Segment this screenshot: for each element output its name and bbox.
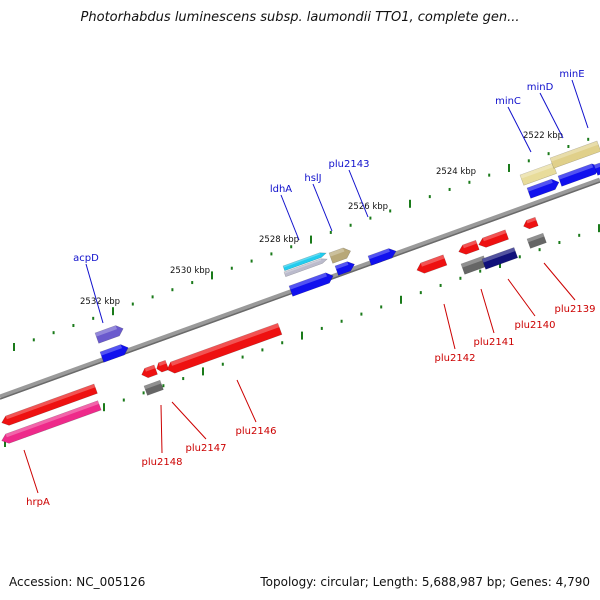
scale-label: 2522 kbp (523, 131, 563, 141)
scale-label: 2526 kbp (348, 202, 388, 212)
gene-feature (367, 248, 397, 266)
gene-feature (549, 140, 600, 169)
gene-feature (328, 247, 351, 264)
gene-feature (1, 381, 101, 426)
gene-feature (523, 215, 541, 230)
gene-label: minC (495, 96, 521, 107)
gene-leader-line (160, 404, 163, 454)
gene-leader-line (480, 288, 495, 334)
gene-feature (416, 252, 451, 274)
gene-leader-line (280, 194, 300, 241)
gene-feature (166, 321, 285, 374)
gene-leader-line (443, 303, 456, 350)
gene-feature (334, 261, 355, 276)
gene-feature (526, 232, 547, 249)
accession-text: Accession: NC_005126 (9, 575, 146, 589)
scale-label: 2532 kbp (80, 297, 120, 307)
gene-feature (288, 272, 334, 297)
gene-label: acpD (73, 253, 99, 264)
gene-feature (282, 252, 327, 272)
gene-leader-line (507, 106, 532, 153)
gene-label: plu2139 (555, 304, 596, 315)
gene-label: hrpA (26, 497, 50, 508)
gene-label: minE (559, 69, 584, 80)
gene-label: plu2140 (515, 320, 556, 331)
gene-feature (141, 363, 160, 378)
genes (1, 140, 600, 444)
scale-label: 2530 kbp (170, 266, 210, 276)
gene-feature (156, 359, 170, 373)
gene-feature (99, 344, 129, 363)
gene-leader-line (236, 379, 257, 423)
scale-labels: 2532 kbp 2530 kbp 2528 kbp 2526 kbp 2524 kbp… (80, 131, 563, 307)
gene-label: ldhA (270, 184, 292, 195)
gene-feature (1, 398, 105, 444)
gene-leader-line (23, 449, 39, 494)
gene-feature (526, 178, 560, 199)
gene-feature (94, 325, 124, 344)
gene-feature (283, 258, 328, 278)
gene-label: plu2142 (435, 353, 476, 364)
gene-label: plu2148 (142, 457, 183, 468)
gene-leader-line (543, 262, 576, 301)
gene-leader-line (539, 92, 564, 139)
gene-leader-line (171, 401, 207, 440)
gene-label: plu2141 (474, 337, 515, 348)
gene-label: plu2146 (236, 426, 277, 437)
gene-feature (458, 238, 483, 255)
gene-leader-line (312, 183, 333, 232)
gene-label: minD (527, 82, 554, 93)
scale-ticks (4, 137, 600, 447)
gene-leader-line (507, 278, 536, 317)
gene-leader-line (85, 263, 104, 324)
gene-label: plu2147 (186, 443, 227, 454)
gene-feature (478, 227, 513, 248)
gene-feature (519, 162, 557, 186)
genome-stats-text: Topology: circular; Length: 5,688,987 bp… (260, 575, 590, 589)
gene-feature (593, 162, 600, 176)
gene-feature (481, 247, 519, 270)
gene-label: hslJ (304, 173, 321, 184)
scale-label: 2524 kbp (436, 167, 476, 177)
scale-label: 2528 kbp (259, 235, 299, 245)
map-title: Photorhabdus luminescens subsp. laumondi… (80, 10, 520, 25)
gene-feature (143, 379, 164, 396)
gene-leader-line (571, 79, 589, 129)
gene-label: plu2143 (329, 159, 370, 170)
gene-leader-line (348, 169, 369, 218)
